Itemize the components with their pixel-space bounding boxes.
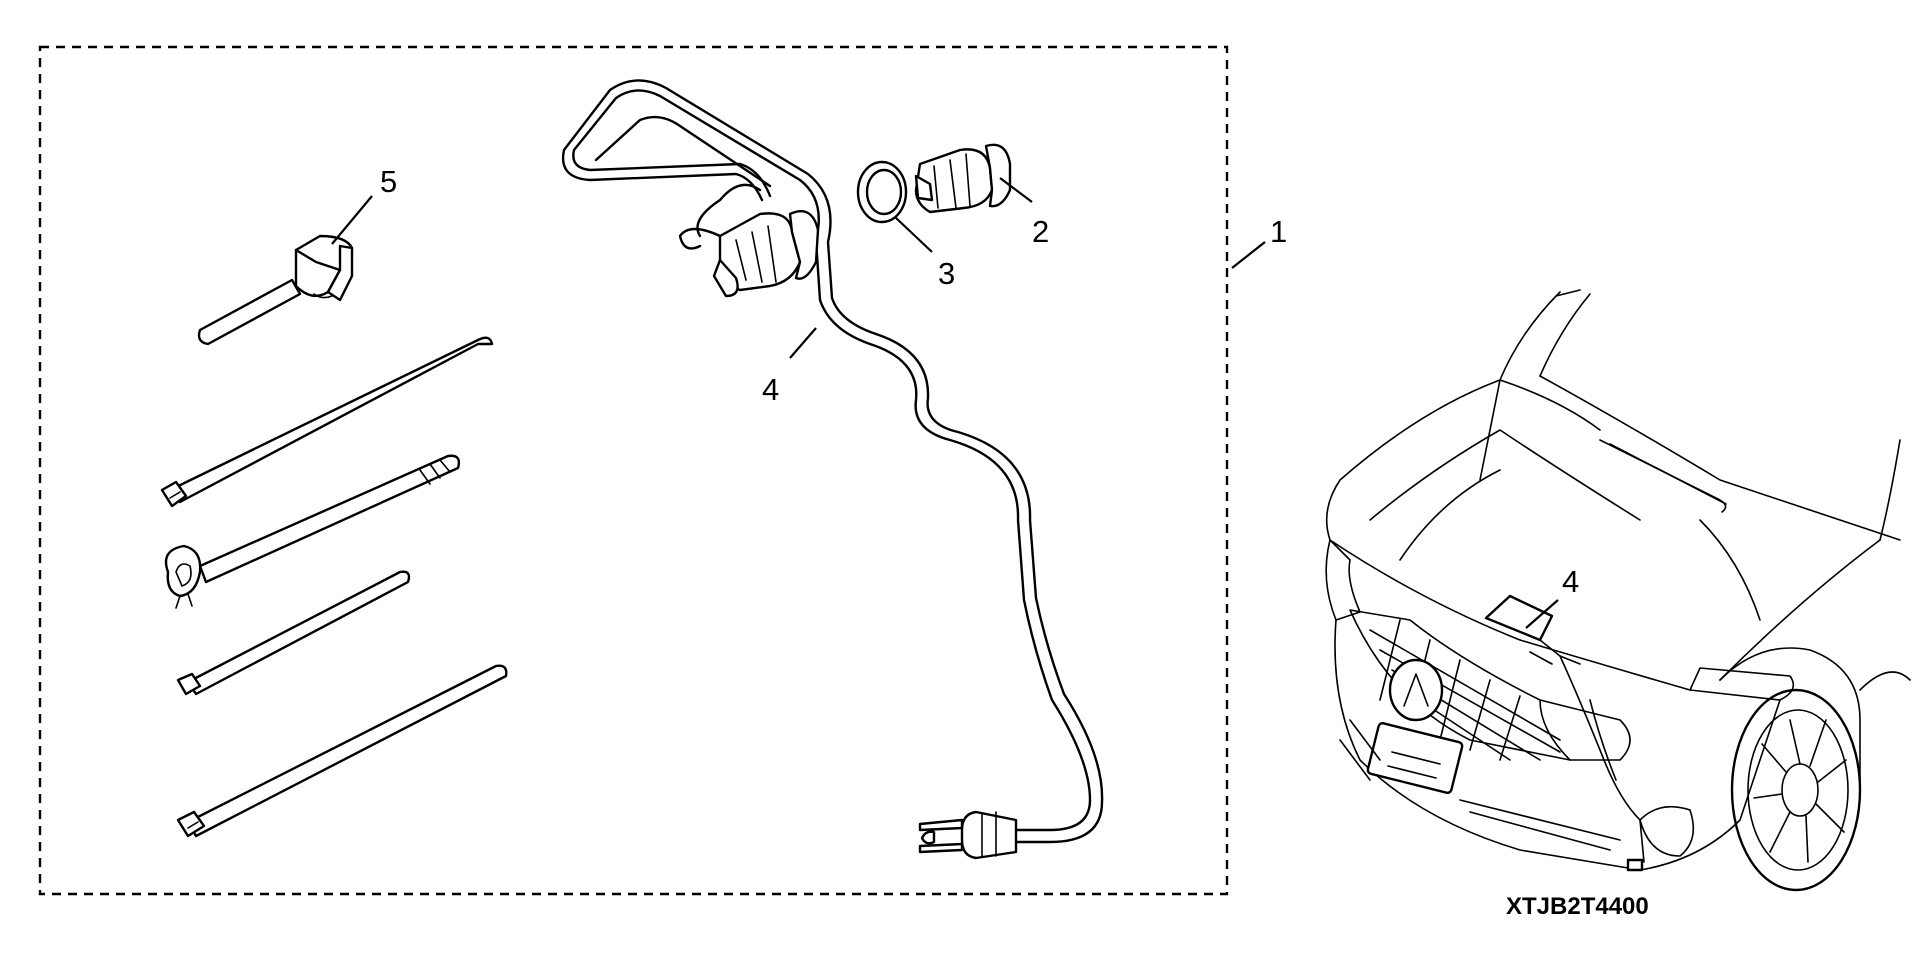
- callout-5: 5: [380, 164, 397, 199]
- callout-3: 3: [938, 256, 955, 291]
- grommet-plug-part: [914, 143, 1012, 214]
- cable-tie-3: [176, 570, 411, 696]
- leader-callout-2: [999, 177, 1033, 203]
- callout-1: 1: [1270, 214, 1287, 249]
- heater-cord-part: [561, 79, 1104, 860]
- callout-4b: 4: [1562, 564, 1579, 599]
- leader-callout-5: [331, 195, 373, 245]
- callout-2: 2: [1032, 214, 1049, 249]
- o-ring-part: [856, 160, 908, 224]
- cable-tie-4: [176, 664, 508, 838]
- illustration-code: XTJB2T4400: [1506, 893, 1649, 920]
- cable-tie-2-push-mount: [164, 454, 461, 609]
- leader-callout-1: [1231, 241, 1266, 269]
- clip-tie-part: [197, 234, 354, 346]
- callout-4: 4: [762, 372, 779, 407]
- leader-callout-3: [895, 217, 933, 253]
- leader-callout-4b: [1525, 599, 1559, 629]
- vehicle-front-illustration: [1325, 289, 1911, 892]
- leader-callout-4: [789, 327, 817, 359]
- cable-tie-1: [160, 336, 494, 508]
- kit-dashed-frame: [38, 45, 1229, 896]
